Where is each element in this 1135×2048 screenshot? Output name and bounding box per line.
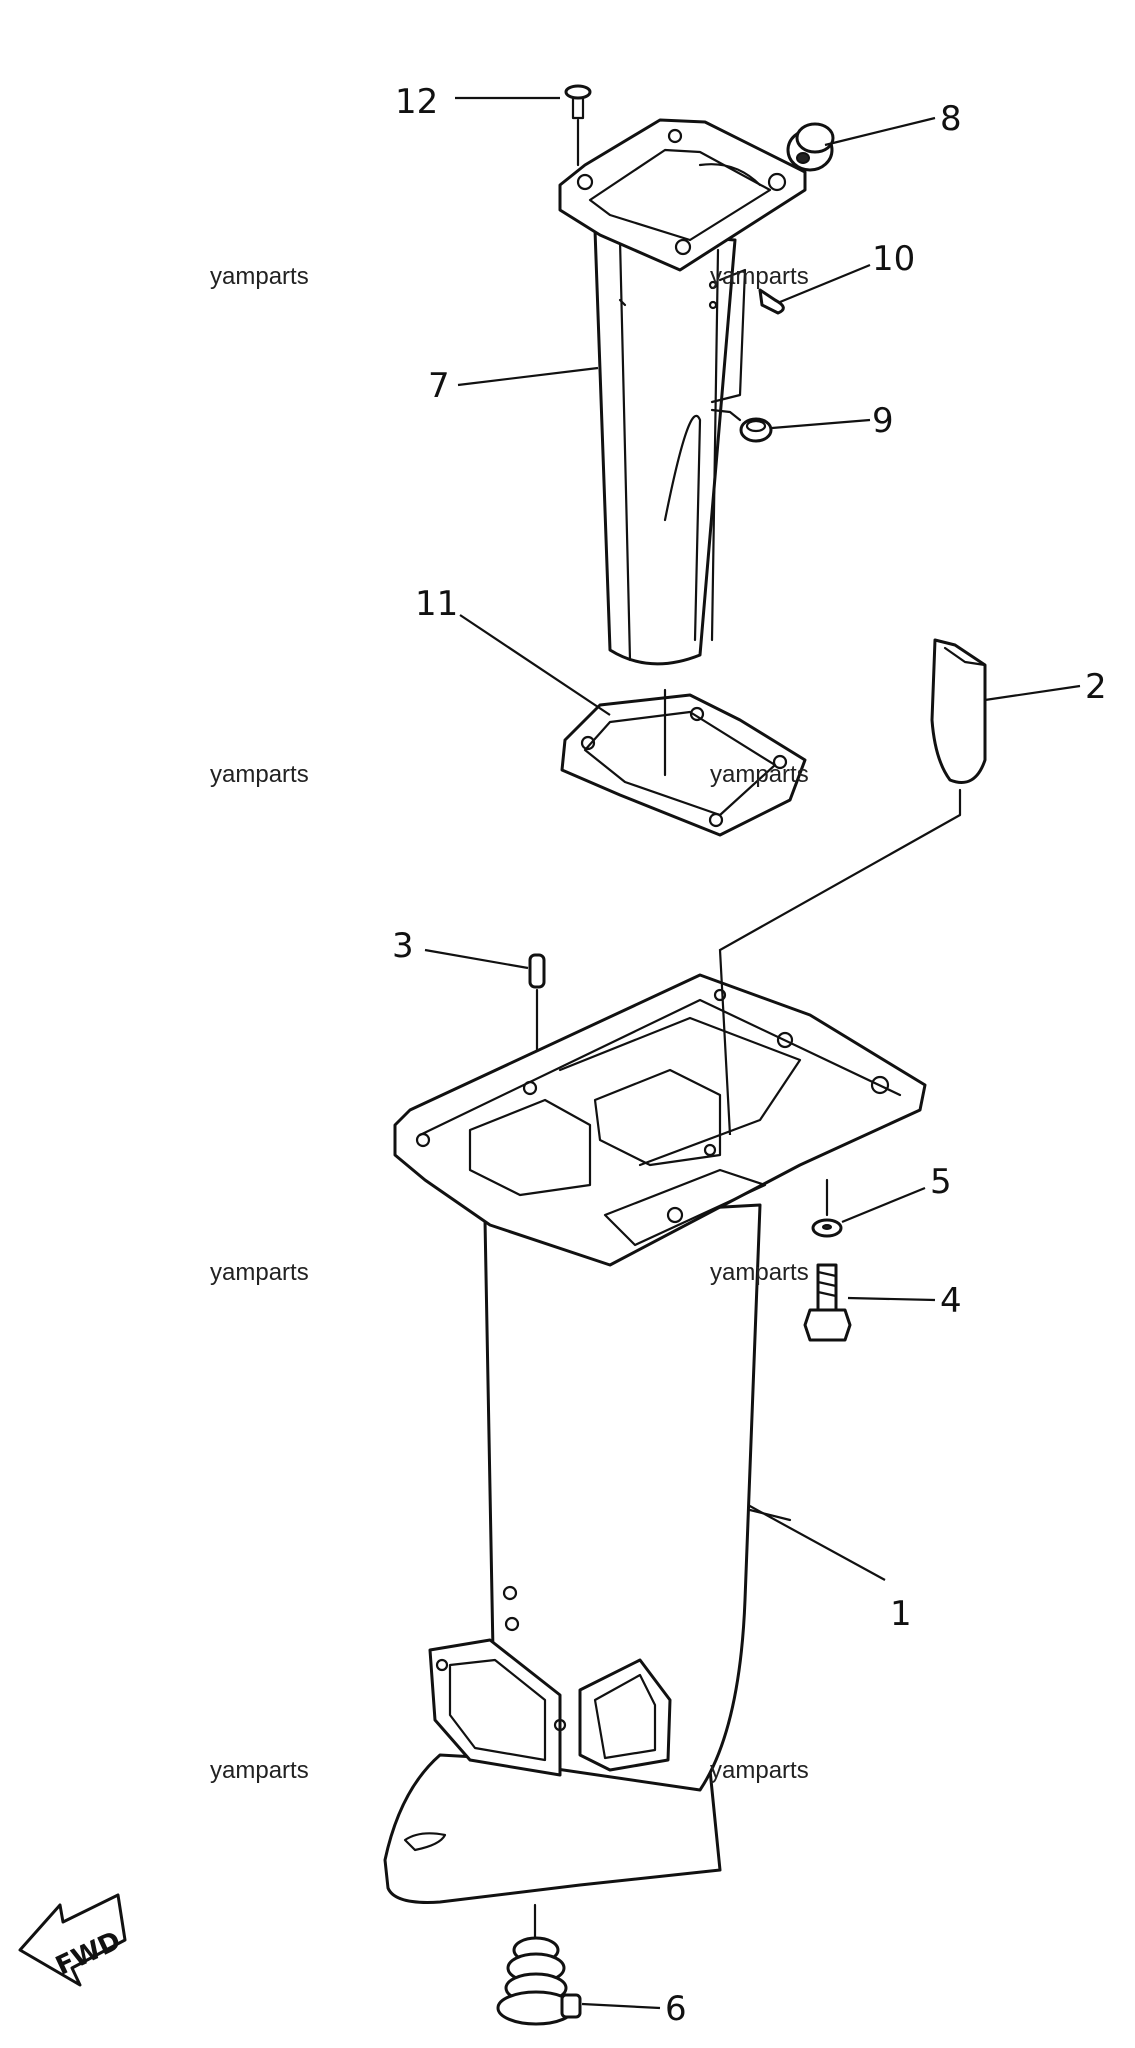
callout-7: 7 [428,366,450,406]
leader-1 [747,1504,886,1581]
callout-8: 8 [940,99,962,139]
leader-8 [824,116,936,147]
leader-4 [847,1296,936,1302]
leader-5 [841,1186,926,1224]
watermark: yamparts [710,263,809,290]
callout-9: 9 [872,401,894,441]
callout-labels: 12 8 10 7 9 11 2 3 5 4 1 6 [392,82,1107,2029]
part-7-upper-casing [558,118,807,666]
callout-5: 5 [930,1162,952,1202]
part-11-gasket [560,688,807,837]
watermarks: yamparts yamparts yamparts yamparts yamp… [210,263,809,1784]
callout-10: 10 [872,239,915,279]
leader-2-drop [718,814,961,1136]
fwd-direction-arrow: FWD [18,1893,127,1987]
watermark: yamparts [710,761,809,788]
callout-12: 12 [395,82,438,122]
watermark: yamparts [210,263,309,290]
watermark: yamparts [710,1259,809,1286]
callout-1: 1 [890,1594,912,1634]
callout-2: 2 [1085,667,1107,707]
part-6-damper [496,1903,582,2026]
watermark: yamparts [210,1259,309,1286]
leader-2 [984,684,1081,702]
callout-3: 3 [392,926,414,966]
leader-7 [457,366,599,387]
part-9-bushing [710,408,773,443]
leader-10 [779,263,871,304]
leader-9 [771,418,871,430]
leader-lines [424,96,1081,2010]
part-8-grommet [786,122,835,172]
part-12-screw [564,84,592,167]
leader-6 [581,2002,661,2010]
part-4-bolt [803,1263,852,1342]
part-10-clip [758,288,785,315]
watermark: yamparts [210,1757,309,1784]
part-2-cover [930,638,987,817]
leader-3 [424,948,529,970]
leader-11 [459,614,611,716]
callout-6: 6 [665,1989,687,2029]
watermark: yamparts [210,761,309,788]
part-3-dowel-pin [528,953,546,1092]
callout-4: 4 [940,1281,962,1321]
part-5-washer [811,1178,843,1238]
part-1-drive-shaft-housing [383,973,927,1904]
watermark: yamparts [710,1757,809,1784]
callout-11: 11 [415,584,458,624]
